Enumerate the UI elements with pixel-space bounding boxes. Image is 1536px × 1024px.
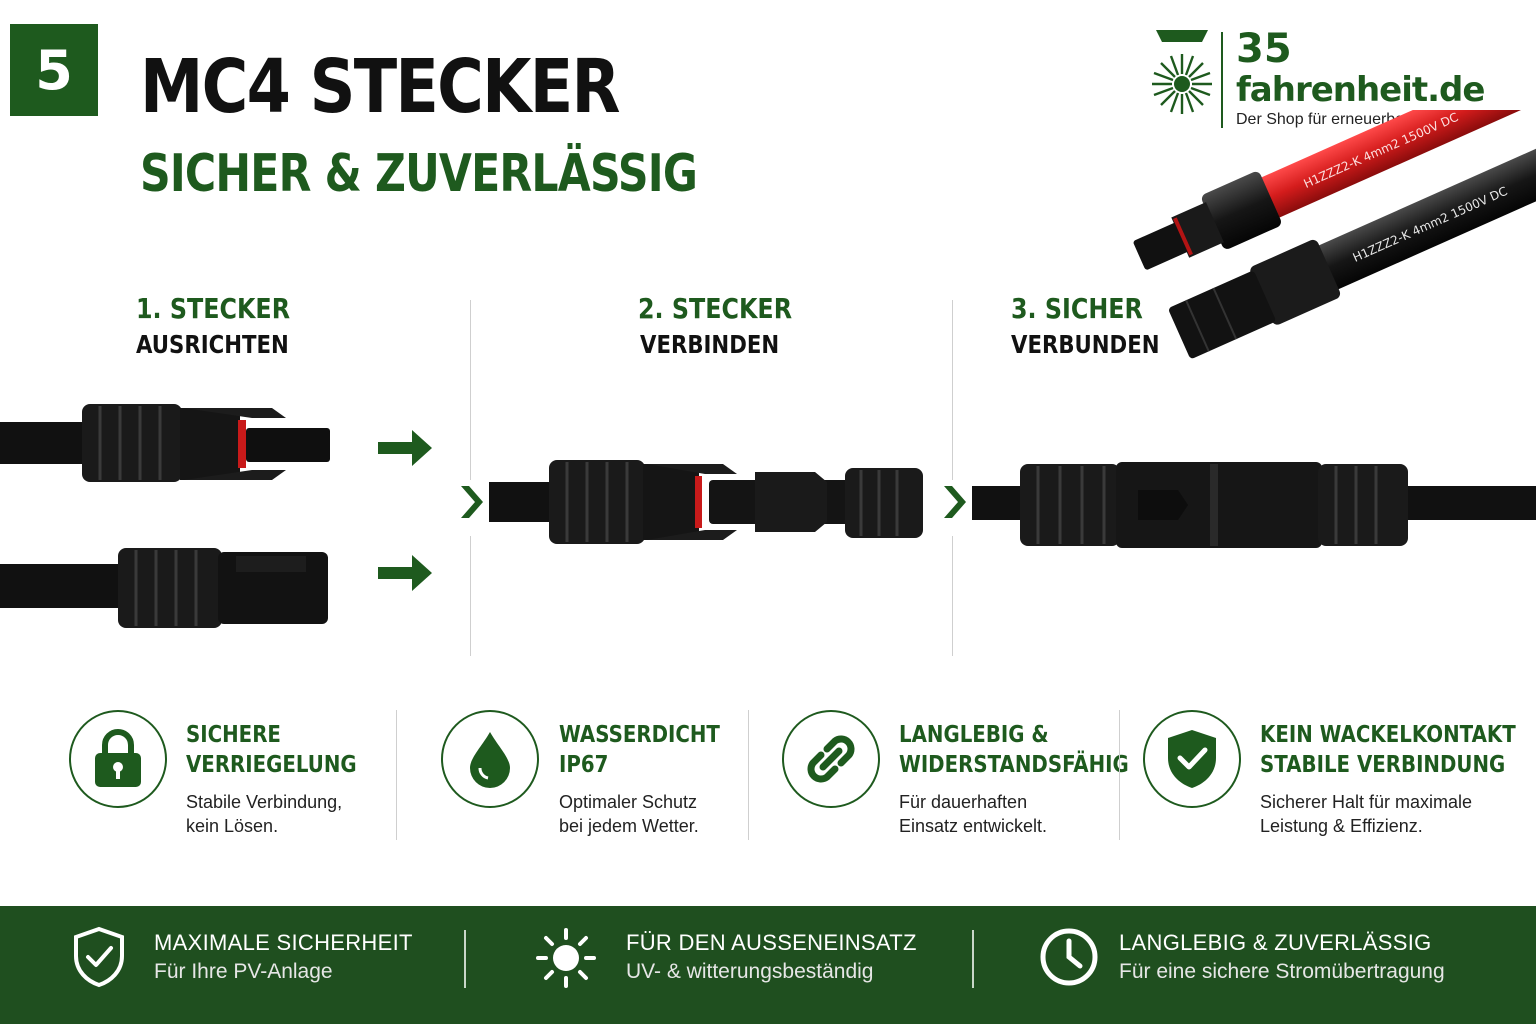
step-3-connectors-image: [944, 462, 1536, 548]
shield-check-icon: [1168, 730, 1216, 788]
chain-link-icon: [807, 735, 855, 783]
sun-icon: [536, 928, 596, 988]
footer-3-subtitle: Für eine sichere Stromübertragung: [1119, 960, 1445, 983]
footer-2-subtitle: UV- & witterungsbeständig: [626, 960, 874, 983]
step-2-connectors-image: [461, 460, 923, 544]
feature-1-desc-line1: Stabile Verbindung,: [186, 792, 343, 812]
logo-name: fahrenheit.de: [1236, 70, 1485, 110]
feature-2-title-line2: IP67: [559, 752, 609, 778]
feature-1-title-line1: SICHERE: [186, 722, 281, 748]
page-title: MC4 STECKER: [140, 44, 620, 130]
step-divider-2-top: [952, 300, 953, 480]
brand-logo-icon: [1152, 30, 1212, 114]
feature-3-desc-line1: Für dauerhaften: [899, 792, 1028, 812]
feature-1-desc-line2: kein Lösen.: [186, 816, 279, 836]
step-3-subtitle: VERBUNDEN: [1011, 330, 1160, 359]
badge-number: 5: [35, 38, 73, 102]
step-divider-1-bottom: [470, 536, 471, 656]
feature-3-title-line2: WIDERSTANDSFÄHIG: [899, 752, 1129, 778]
footer-3-title: LANGLEBIG & ZUVERLÄSSIG: [1119, 930, 1432, 955]
footer-1-title: MAXIMALE SICHERHEIT: [154, 930, 413, 955]
step-1-subtitle: AUSRICHTEN: [136, 330, 289, 359]
clock-icon: [1040, 928, 1098, 986]
logo-divider: [1221, 32, 1223, 128]
step-1-connectors-image: [0, 404, 432, 628]
arrow-right-icon: [378, 555, 432, 591]
step-number-badge: 5: [10, 24, 98, 116]
feature-divider-2: [748, 710, 749, 840]
lock-icon: [95, 729, 141, 787]
footer-1-subtitle: Für Ihre PV-Anlage: [154, 960, 333, 983]
footer-bar: MAXIMALE SICHERHEIT Für Ihre PV-Anlage F…: [0, 906, 1536, 1024]
shield-feature-circle: [1143, 710, 1241, 808]
step-divider-1-top: [470, 300, 471, 480]
logo-number: 35: [1236, 26, 1292, 72]
step-2-title: 2. STECKER: [638, 292, 793, 325]
feature-4-title-line1: KEIN WACKELKONTAKT: [1260, 722, 1516, 748]
feature-2-title-line1: WASSERDICHT: [559, 722, 720, 748]
page-subtitle: SICHER & ZUVERLÄSSIG: [140, 144, 698, 204]
feature-2-desc-line1: Optimaler Schutz: [559, 792, 698, 812]
product-cables-image: H1ZZZ2-K 4mm2 1500V DC H1ZZZ2-K 4mm2 150…: [1133, 110, 1536, 359]
water-drop-icon: [470, 732, 510, 788]
step-divider-2-bottom: [952, 536, 953, 656]
chevron-right-icon: [944, 486, 966, 518]
shield-check-icon: [74, 926, 124, 988]
feature-divider-3: [1119, 710, 1120, 840]
step-3-title: 3. SICHER: [1011, 292, 1143, 325]
step-2-subtitle: VERBINDEN: [640, 330, 780, 359]
step-1-title: 1. STECKER: [136, 292, 291, 325]
chain-feature-circle: [782, 710, 880, 808]
feature-3-desc-line2: Einsatz entwickelt.: [899, 816, 1048, 836]
feature-4-desc-line2: Leistung & Effizienz.: [1260, 816, 1423, 836]
water-feature-circle: [441, 710, 539, 808]
feature-divider-1: [396, 710, 397, 840]
arrow-right-icon: [378, 430, 432, 466]
lock-feature-circle: [69, 710, 167, 808]
chevron-right-icon: [461, 486, 483, 518]
footer-divider-2: [972, 930, 974, 988]
feature-4-desc-line1: Sicherer Halt für maximale: [1260, 792, 1473, 812]
feature-2-desc-line2: bei jedem Wetter.: [559, 816, 699, 836]
feature-1-title-line2: VERRIEGELUNG: [186, 752, 357, 778]
footer-2-title: FÜR DEN AUSSENEINSATZ: [626, 930, 917, 955]
feature-3-title-line1: LANGLEBIG &: [899, 722, 1049, 748]
footer-divider-1: [464, 930, 466, 988]
feature-4-title-line2: STABILE VERBINDUNG: [1260, 752, 1506, 778]
